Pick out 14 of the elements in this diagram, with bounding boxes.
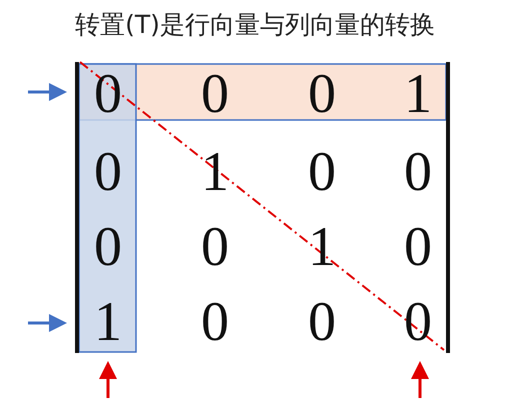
matrix-entry: 0 [404, 144, 432, 200]
matrix-entry: 0 [308, 144, 336, 200]
matrix-entry: 0 [94, 66, 122, 122]
matrix-entry: 0 [308, 66, 336, 122]
matrix-entry: 0 [308, 294, 336, 350]
matrix-entry: 0 [94, 144, 122, 200]
matrix-entry: 0 [201, 66, 229, 122]
title: 转置(T)是行向量与列向量的转换 [74, 9, 436, 41]
matrix-entry: 0 [94, 219, 122, 275]
matrix-entry: 0 [201, 294, 229, 350]
matrix-entry: 0 [201, 219, 229, 275]
matrix-entry: 0 [404, 219, 432, 275]
matrix-entry: 1 [94, 294, 122, 350]
matrix-entry: 1 [404, 66, 432, 122]
